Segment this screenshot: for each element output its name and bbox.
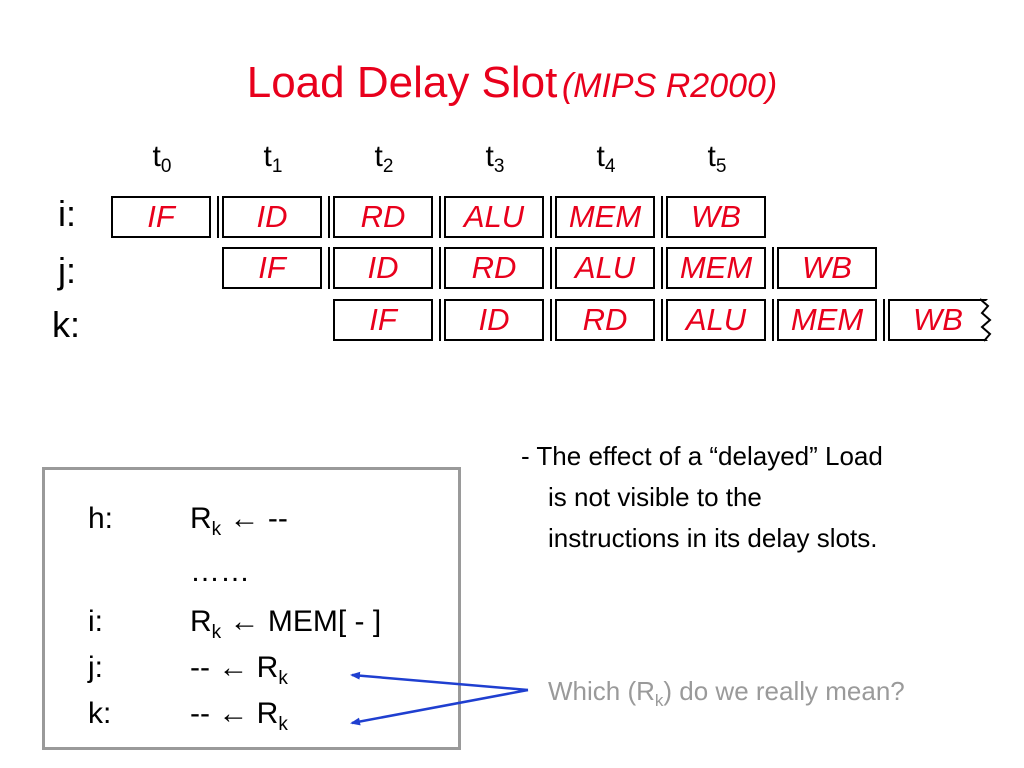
code-label-i: i: xyxy=(88,605,103,638)
code-line-i: Rk ← MEM[ - ] xyxy=(190,605,382,643)
code-label-h: h: xyxy=(88,502,114,535)
stage-i-rd: RD xyxy=(328,196,433,238)
arrow-to-j xyxy=(350,671,529,692)
time-label-t1: t1 xyxy=(263,140,283,177)
stage-j-mem: MEM xyxy=(661,247,766,289)
time-label-t3: t3 xyxy=(485,140,505,177)
stage-i-wb: WB xyxy=(661,196,766,238)
stage-i-alu: ALU xyxy=(439,196,544,238)
stage-k-mem: MEM xyxy=(772,299,877,341)
code-line-h: Rk ← -- xyxy=(190,502,288,540)
torn-edge xyxy=(979,298,992,342)
stage-k-if: IF xyxy=(333,299,433,341)
note-line-2: is not visible to the xyxy=(548,482,762,512)
code-line-j: -- ← Rk xyxy=(190,651,288,689)
delay-slot-note: - The effect of a “delayed” Load is not … xyxy=(521,436,883,559)
stage-i-if: IF xyxy=(111,196,211,238)
stage-k-wb: WB xyxy=(883,299,988,341)
code-ellipsis: …… xyxy=(190,555,250,588)
time-label-t4: t4 xyxy=(596,140,616,177)
slide-title: Load Delay Slot (MIPS R2000) xyxy=(0,58,1024,108)
code-line-k: -- ← Rk xyxy=(190,697,288,735)
stage-j-alu: ALU xyxy=(550,247,655,289)
stage-j-rd: RD xyxy=(439,247,544,289)
code-label-k: k: xyxy=(88,697,112,730)
stage-j-wb: WB xyxy=(772,247,877,289)
stage-j-id: ID xyxy=(328,247,433,289)
note-line-1: - The effect of a “delayed” Load xyxy=(521,441,883,471)
time-label-t5: t5 xyxy=(707,140,727,177)
time-label-t2: t2 xyxy=(374,140,394,177)
stage-i-mem: MEM xyxy=(550,196,655,238)
title-main: Load Delay Slot xyxy=(246,58,558,107)
note-line-3: instructions in its delay slots. xyxy=(548,523,878,553)
stage-j-if: IF xyxy=(222,247,322,289)
stage-k-alu: ALU xyxy=(661,299,766,341)
arrow-to-k xyxy=(350,688,529,726)
code-label-j: j: xyxy=(88,651,103,684)
row-label-k: k: xyxy=(52,304,81,345)
row-label-i: i: xyxy=(58,193,76,234)
question-text: Which (Rk) do we really mean? xyxy=(548,676,905,710)
title-sub: (MIPS R2000) xyxy=(561,67,778,105)
time-label-t0: t0 xyxy=(152,140,172,177)
stage-i-id: ID xyxy=(217,196,322,238)
stage-k-id: ID xyxy=(439,299,544,341)
code-box xyxy=(42,467,461,750)
row-label-j: j: xyxy=(58,250,76,291)
stage-k-rd: RD xyxy=(550,299,655,341)
